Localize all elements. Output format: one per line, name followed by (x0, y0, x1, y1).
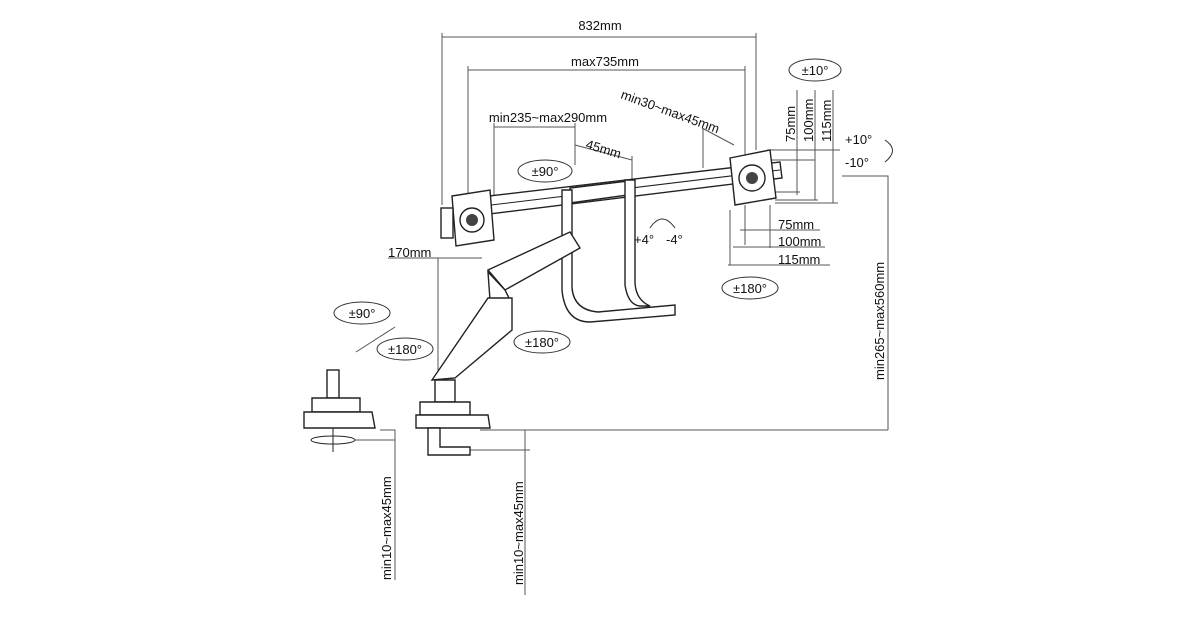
clamp-thickness-label: min10~max45mm (511, 481, 526, 585)
left-vesa-plate (440, 189, 495, 247)
vesa-h-115-label: 115mm (778, 252, 820, 267)
arm-swivel-label: ±180° (525, 335, 559, 350)
vesa-v-75-label: 75mm (783, 106, 798, 142)
base-swivel-90-label: ±90° (349, 306, 376, 321)
rotate-label: ±10° (802, 63, 829, 78)
bar-swivel-label: ±90° (532, 164, 559, 179)
base-swivel-180-label: ±180° (388, 342, 422, 357)
dimension-lines (355, 33, 889, 595)
tilt-up-label: +10° (845, 132, 872, 147)
vesa-h-100-label: 100mm (778, 234, 821, 249)
height-label: min265~max560mm (872, 262, 887, 380)
right-vesa-plate (729, 149, 777, 206)
tilt-minus-label: -4° (666, 232, 683, 247)
plate-swivel-label: ±180° (733, 281, 767, 296)
gas-spring-arm (415, 231, 581, 456)
bar-width-label: max735mm (571, 54, 639, 69)
handle (561, 179, 676, 323)
overall-width-label: 832mm (578, 18, 621, 33)
arm-reach-label: min235~max290mm (489, 110, 607, 125)
tilt-down-label: -10° (845, 155, 869, 170)
grommet-thickness-label: min10~max45mm (379, 476, 394, 580)
vesa-h-75-label: 75mm (778, 217, 814, 232)
rotation-indicators (333, 58, 893, 361)
bar-offset-label: min30~max45mm (619, 87, 722, 137)
grommet-base (303, 369, 376, 452)
offset-label: 45mm (584, 137, 623, 162)
pole-offset-label: 170mm (388, 245, 431, 260)
vesa-v-100-label: 100mm (801, 99, 816, 142)
tilt-plus-label: +4° (634, 232, 654, 247)
vesa-v-115-label: 115mm (819, 100, 834, 142)
